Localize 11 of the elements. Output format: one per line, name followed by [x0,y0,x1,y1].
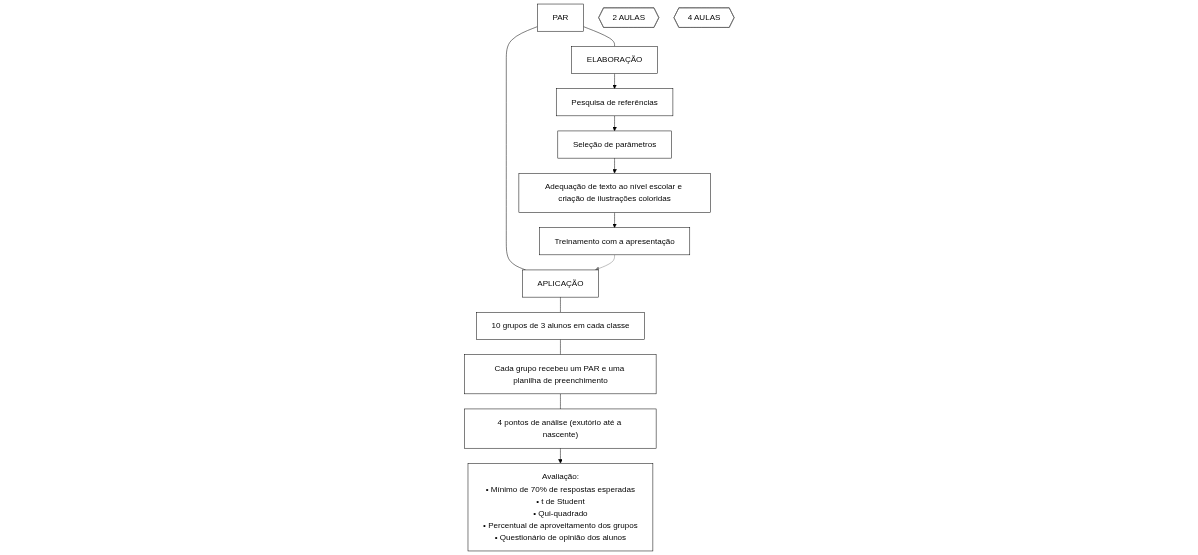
node-box: APLICAÇÃO [521,269,599,298]
node-box: Avaliação: • Mínimo de 70% de respostas esperadas • t de Student • Qui-quadrado • Percentual de aproveitamento dos grupos • Questionário de opinião dos alunos [467,463,653,552]
node-box: 10 grupos de 3 alunos em cada classe [475,312,645,340]
node-box: Adequação de texto ao nível escolar e criação de ilustrações coloridas [518,173,711,213]
node-box: ELABORAÇÃO [571,46,658,74]
node-box: Treinamento com a apresentação [538,227,690,256]
node-box: Seleção de parâmetros [557,130,672,159]
node-box: PAR [536,3,584,32]
node-box: 4 pontos de análise (exutório até a nascente) [464,408,656,449]
node-box: Cada grupo recebeu um PAR e uma planilha de preenchimento [464,354,656,395]
node-box: Pesquisa de referências [555,88,673,117]
